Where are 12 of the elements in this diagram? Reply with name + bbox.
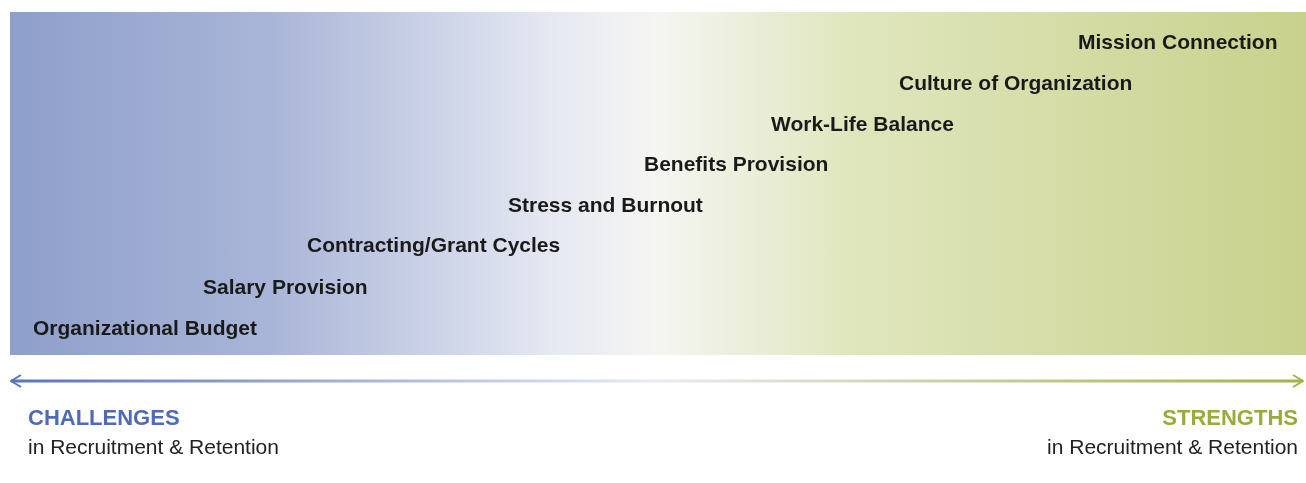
factor-label: Mission Connection: [1078, 30, 1278, 54]
factor-label: Benefits Provision: [644, 152, 829, 176]
axis-end-subtitle: in Recruitment & Retention: [1047, 435, 1298, 459]
factor-label: Organizational Budget: [33, 316, 257, 340]
axis-end-heading: STRENGTHS: [1162, 405, 1298, 431]
factor-label: Contracting/Grant Cycles: [307, 233, 561, 257]
factor-label: Work-Life Balance: [771, 112, 954, 136]
factor-label: Culture of Organization: [899, 71, 1133, 95]
factor-label: Salary Provision: [203, 275, 368, 299]
factor-label: Stress and Burnout: [508, 193, 703, 217]
axis-end-subtitle: in Recruitment & Retention: [28, 435, 279, 459]
axis-end-heading: CHALLENGES: [28, 405, 180, 431]
